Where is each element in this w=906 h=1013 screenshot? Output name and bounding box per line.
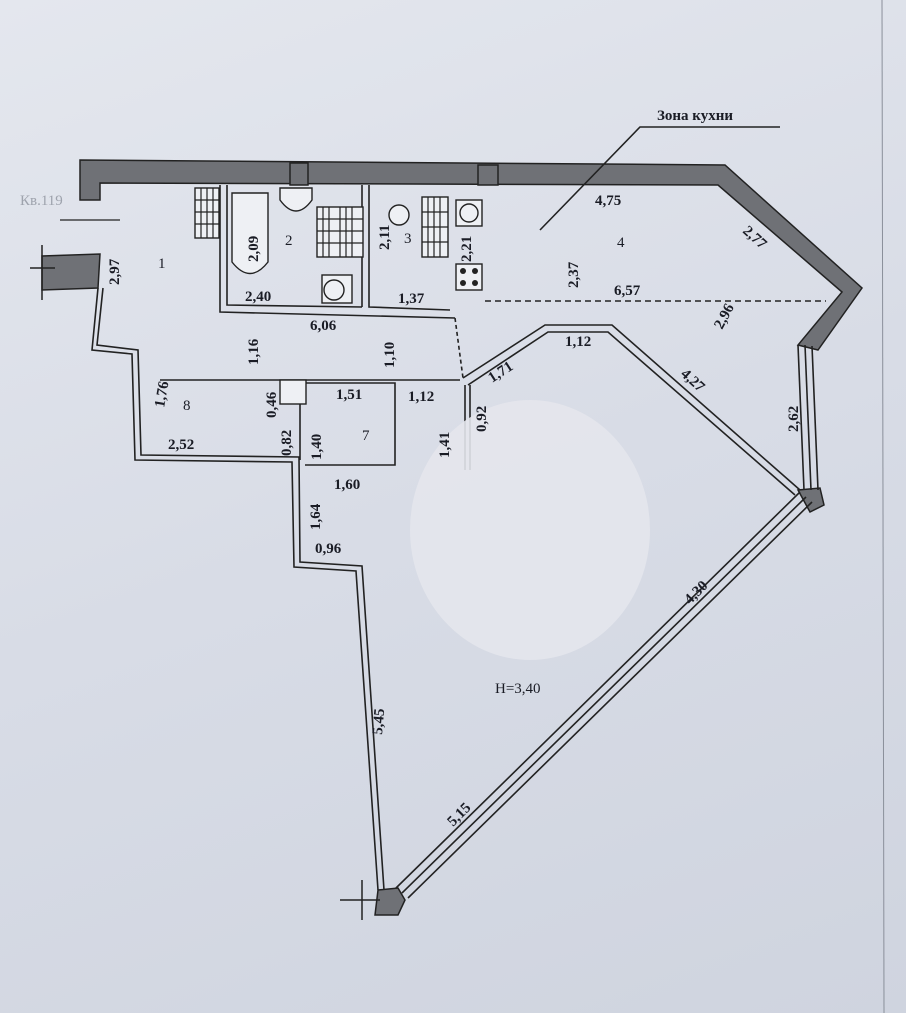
dimension-label: 1,37: [398, 291, 425, 307]
dimension-label: 4,27: [677, 366, 708, 396]
dimension-label: 2,52: [168, 437, 194, 453]
wall-column: [477, 164, 499, 186]
room-number: 1: [158, 256, 166, 272]
dimension-label: 1,40: [309, 434, 325, 460]
dimension-label: 6,06: [310, 318, 337, 334]
room-number: 2: [285, 233, 293, 249]
stove-icon: [455, 263, 483, 291]
dimension-label: 1,12: [408, 389, 434, 405]
dimension-label: 1,76: [152, 380, 172, 409]
dimension-label: 2,77: [739, 223, 770, 253]
ceiling-height-label: H=3,40: [495, 681, 541, 697]
wall-corner: [796, 487, 825, 513]
dimension-label: 1,71: [485, 359, 516, 387]
dimension-label: 2,40: [245, 289, 271, 305]
apartment-label: Кв.119: [20, 193, 63, 209]
exterior-wall-left: [41, 253, 101, 291]
room-number: 7: [362, 428, 370, 444]
dimension-label: 2,09: [246, 236, 262, 262]
exterior-wall-bottom: [374, 887, 406, 916]
dimension-labels: 2,97 2,09 2,40 2,11 2,21 1,37 6,06 1,16 …: [107, 193, 802, 830]
dimension-label: 0,92: [474, 406, 490, 432]
exterior-thin-walls: [91, 287, 819, 899]
dimension-label: 0,96: [315, 541, 342, 557]
bathtub-fixture: [231, 192, 269, 275]
room-number: 3: [404, 231, 412, 247]
dimension-label: 4,75: [595, 193, 621, 209]
sink-fixtures: [279, 187, 483, 304]
room-number: 4: [617, 235, 625, 251]
dimension-label: 2,97: [107, 258, 123, 285]
dimension-label: 1,60: [334, 477, 360, 493]
wall-column: [289, 162, 309, 186]
exterior-wall-top: [79, 159, 863, 351]
dimension-label: 1,10: [382, 342, 398, 368]
dimension-label: 1,16: [246, 338, 262, 365]
dimension-label: 0,82: [279, 430, 295, 456]
dimension-label: 2,21: [459, 236, 475, 262]
dimension-label: 2,37: [566, 261, 582, 288]
shaft: [279, 379, 307, 405]
dimension-label: 1,41: [437, 432, 453, 458]
radiator-fixtures: [194, 187, 449, 258]
dimension-label: 1,51: [336, 387, 362, 403]
dimension-label: 6,57: [614, 283, 641, 299]
dimension-label: 0,46: [264, 391, 280, 418]
dimension-label: 2,62: [786, 406, 802, 432]
dimension-label: 1,12: [565, 334, 591, 350]
room-number: 8: [183, 398, 191, 414]
dimension-label: 1,64: [308, 503, 324, 530]
dimension-label: 2,96: [711, 301, 738, 332]
zone-label: Зона кухни: [657, 108, 733, 124]
dimension-label: 5,45: [370, 708, 388, 736]
blurred-area: [410, 400, 650, 660]
dimension-label: 2,11: [377, 225, 393, 250]
page-edge-line: [881, 0, 885, 1013]
interior-walls: [160, 126, 826, 496]
